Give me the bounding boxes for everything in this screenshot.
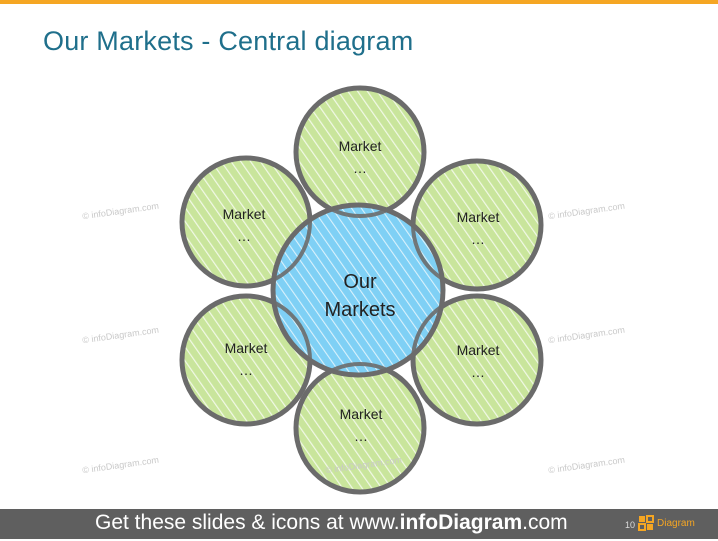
- market-label-bottom: Market …: [306, 403, 416, 447]
- footer-bar: Get these slides & icons at www.infoDiag…: [0, 509, 718, 539]
- infodiagram-logo: Diagram: [637, 512, 713, 536]
- market-label-lower-left: Market …: [191, 337, 301, 381]
- center-label: Our Markets: [285, 268, 435, 324]
- footer-prefix: Get these slides & icons at www.: [95, 511, 400, 534]
- market-label-line1: Market: [456, 342, 500, 358]
- market-label-line2: …: [354, 428, 368, 444]
- center-label-line1: Our: [343, 271, 377, 293]
- page-title: Our Markets - Central diagram: [43, 26, 414, 56]
- market-label-upper-right: Market …: [423, 206, 533, 250]
- market-label-upper-left: Market …: [189, 203, 299, 247]
- center-label-line2: Markets: [324, 299, 396, 321]
- market-label-line2: …: [353, 160, 367, 176]
- market-label-line1: Market: [338, 138, 382, 154]
- page-number: 10: [625, 520, 636, 530]
- market-label-line1: Market: [456, 209, 500, 225]
- footer-brand: infoDiagram: [399, 511, 523, 534]
- market-label-line1: Market: [222, 206, 266, 222]
- market-label-lower-right: Market …: [423, 339, 533, 383]
- footer-promo-link[interactable]: Get these slides & icons at www.infoDiag…: [95, 511, 568, 535]
- logo-text: Diagram: [657, 518, 695, 529]
- market-label-line1: Market: [224, 340, 268, 356]
- center-circle: [270, 202, 446, 378]
- logo-mark-icon: [638, 515, 654, 531]
- market-label-line2: …: [471, 364, 485, 380]
- market-label-line2: …: [239, 362, 253, 378]
- market-label-line2: …: [237, 228, 251, 244]
- market-label-line1: Market: [339, 406, 383, 422]
- top-accent-bar: [0, 0, 718, 4]
- footer-suffix: .com: [522, 511, 568, 534]
- market-label-top: Market …: [305, 135, 415, 179]
- market-label-line2: …: [471, 231, 485, 247]
